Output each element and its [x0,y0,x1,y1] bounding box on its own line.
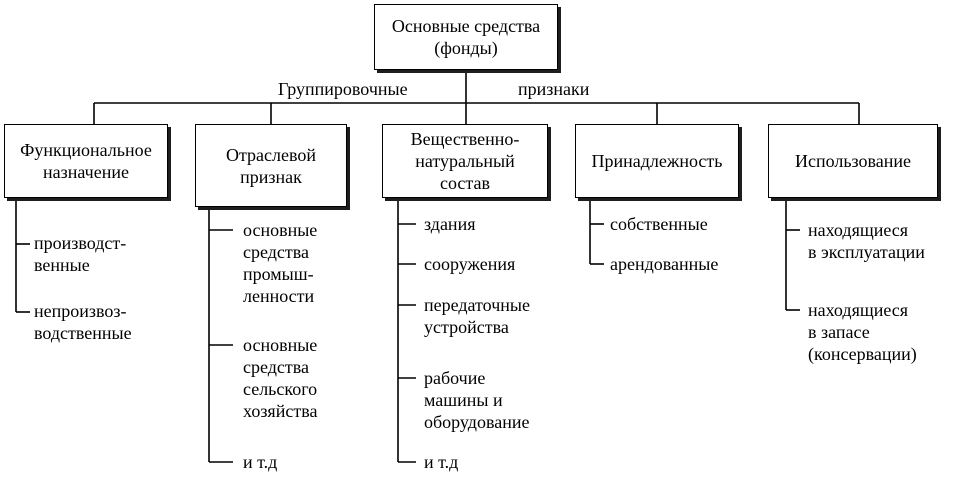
list-item: непроизвоз- водственные [34,301,132,343]
category-box-material: Вещественно- натуральный состав [382,124,548,198]
category-box-usage: Использование [768,124,938,198]
list-item: основные средства промыш- ленности [243,220,318,306]
list-item: здания [424,214,476,234]
caption-features: признаки [516,78,592,100]
category-box-functional: Функциональное назначение [4,124,168,198]
list-item: и т.д [424,452,459,472]
root-box: Основные средства (фонды) [374,4,558,70]
list-item: арендованные [610,254,719,274]
category-box-industry: Отраслевой признак [195,124,347,207]
list-item: основные средства сельского хозяйства [243,335,318,421]
list-item: и т.д [243,452,278,472]
caption-grouping: Группировочные [276,78,410,100]
list-item: передаточные устройства [424,295,530,337]
list-item: находящиеся в запасе (консервации) [808,300,917,364]
list-item: сооружения [424,254,516,274]
list-item: собственные [610,214,708,234]
list-item: находящиеся в эксплуатации [808,220,925,262]
list-item: производст- венные [34,233,127,275]
list-item: рабочие машины и оборудование [424,368,530,432]
category-box-ownership: Принадлежность [575,124,739,198]
